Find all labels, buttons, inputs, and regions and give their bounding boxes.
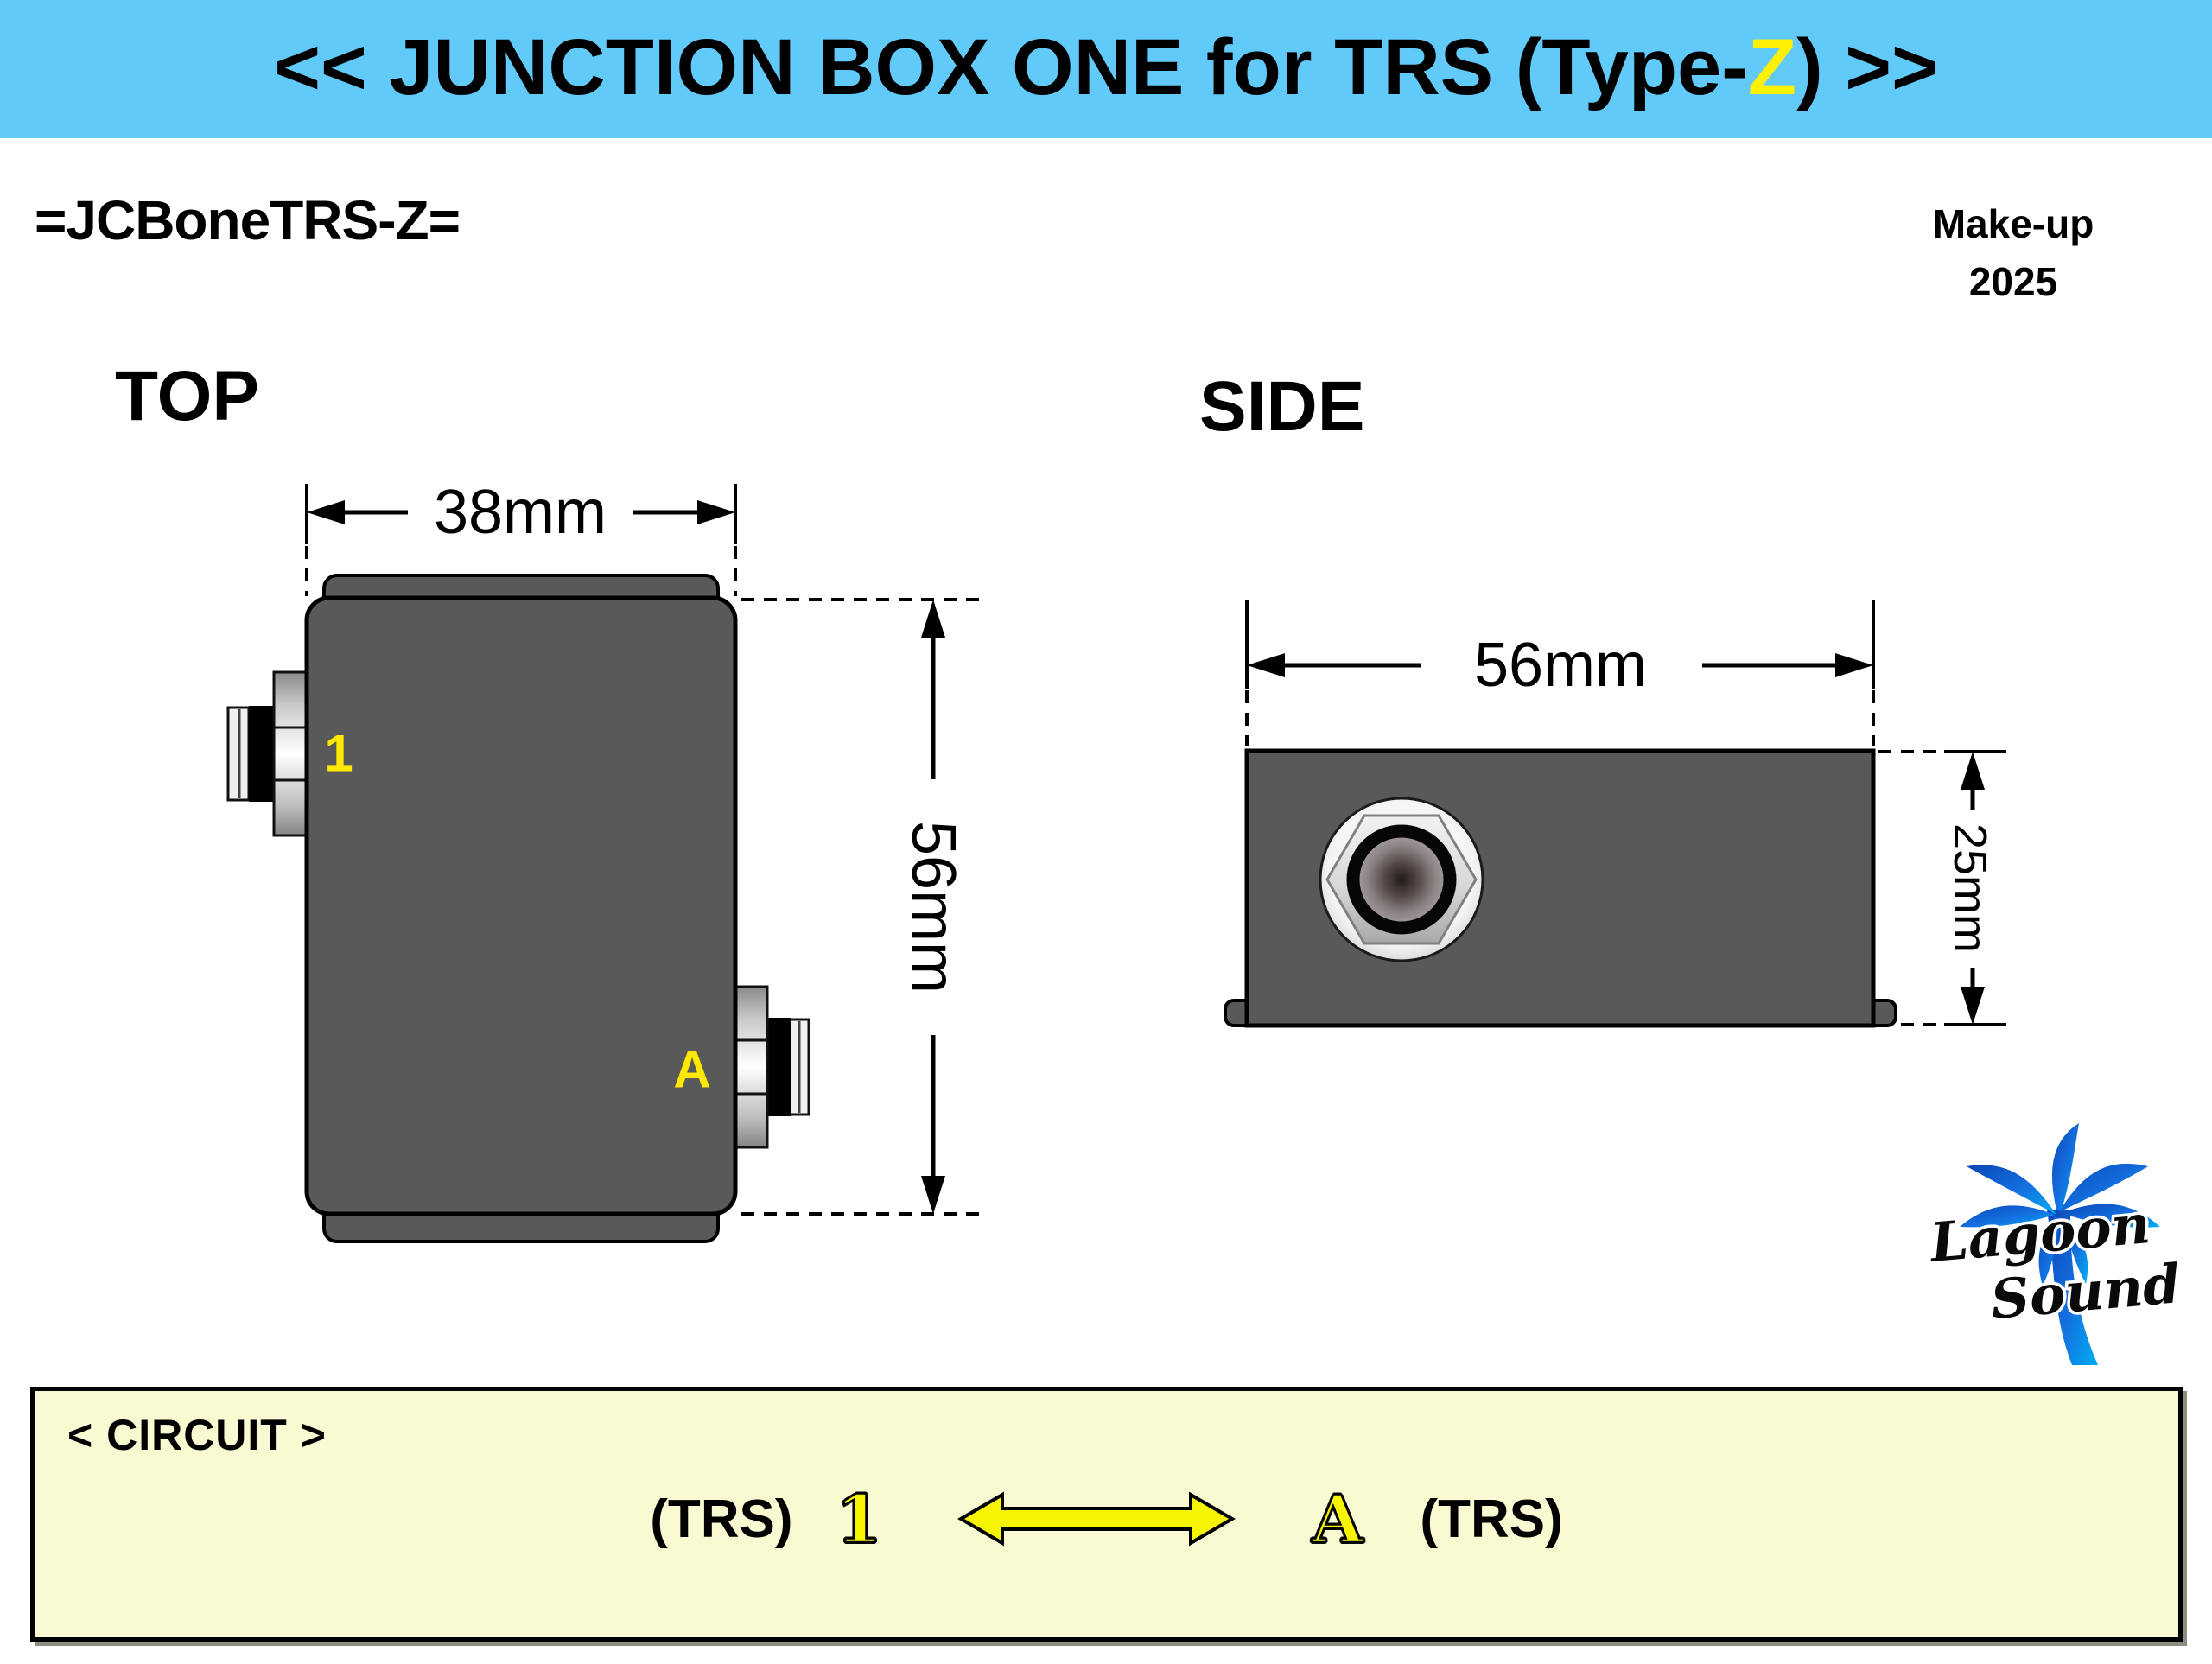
side-view: 56mm 25mm [1224,600,2006,1028]
jack-a-label: A [673,1041,710,1099]
palm-tree-icon [1960,1123,2160,1365]
top-width-dimension: 38mm [307,478,735,547]
side-width-dimension: 56mm [1247,631,1873,700]
double-arrow-icon [957,1491,1236,1547]
technical-drawing: 38mm 1 A [226,478,2006,1243]
makeup-line1: Make-up [1932,201,2094,246]
side-width-extension-lines [1245,600,1875,746]
side-view-label: SIDE [1199,367,1365,446]
page-title: << JUNCTION BOX ONE for TRS (Type-Z) >> [274,22,1937,113]
title-banner: << JUNCTION BOX ONE for TRS (Type-Z) >> [0,0,2212,138]
side-jack-socket [1319,797,1484,962]
side-height-extension-lines [1878,750,2006,1026]
top-width-dim-text: 38mm [434,478,607,547]
top-view: 38mm 1 A [226,478,985,1243]
circuit-left-type: (TRS) [650,1489,793,1549]
title-suffix: ) >> [1796,22,1938,111]
side-width-dim-text: 56mm [1474,631,1647,700]
circuit-left-label: 1 [835,1479,882,1559]
makeup-line2: 2025 [1968,258,2058,304]
top-height-dimension: 56mm [899,600,968,1214]
makeup-note: Make-up 2025 [1884,195,2143,310]
jack-1-label: 1 [324,725,353,783]
top-width-extension-lines [305,484,737,596]
title-prefix: << JUNCTION BOX ONE for TRS (Type- [274,22,1748,111]
lagoon-sound-logo: Lagoon Sound [1925,1123,2186,1365]
circuit-row: (TRS) 1 A (TRS) [35,1477,2178,1560]
jack-a-connector [732,985,810,1149]
circuit-panel: < CIRCUIT > (TRS) 1 A (TRS) [30,1387,2183,1642]
jack-1-connector [226,670,309,837]
top-height-extension-lines [741,598,985,1216]
logo-wordmark: Lagoon Sound [1925,1190,2186,1335]
top-view-label: TOP [115,357,260,435]
top-height-dim-text: 56mm [899,821,968,994]
side-height-dim-text: 25mm [1944,823,1996,953]
title-highlight: Z [1747,22,1797,111]
circuit-right-type: (TRS) [1420,1489,1563,1549]
circuit-heading: < CIRCUIT > [67,1411,327,1459]
top-enclosure-body [304,595,738,1216]
circuit-right-label: A [1311,1479,1363,1559]
model-code: =JCBoneTRS-Z= [35,189,461,251]
side-height-dimension: 25mm [1944,752,1996,1025]
